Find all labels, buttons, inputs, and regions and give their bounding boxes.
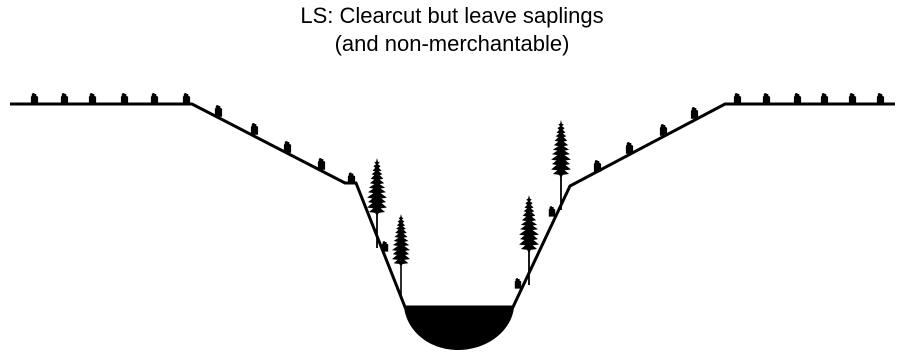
ground-profile	[10, 102, 895, 309]
stream-water	[404, 307, 514, 350]
diagram-title: LS: Clearcut but leave saplings (and non…	[0, 2, 904, 58]
right-slope-stumps	[593, 107, 699, 172]
left-slope-stumps	[214, 105, 356, 185]
title-line-1: LS: Clearcut but leave saplings	[300, 3, 604, 28]
title-line-2: (and non-merchantable)	[334, 31, 570, 56]
